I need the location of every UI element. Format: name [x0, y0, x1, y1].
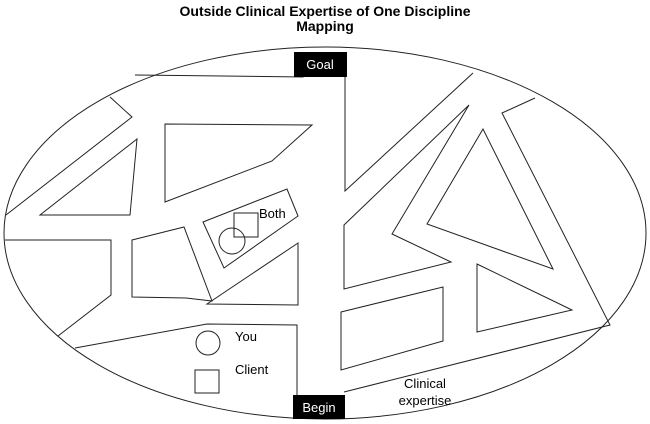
block-zigzag: [343, 104, 470, 290]
both-circle-icon: [218, 227, 246, 255]
clinical-expertise-boundary: [3, 46, 647, 420]
both-square-icon: [233, 212, 259, 238]
block-triangle-right: [426, 127, 555, 270]
path-edge-upper-left: [5, 96, 133, 216]
block-pentagon: [131, 226, 213, 302]
diagram-title-line1: Outside Clinical Expertise of One Discip…: [179, 3, 471, 19]
client-label: Client: [235, 362, 269, 377]
diagram-title-line2: Mapping: [296, 18, 354, 34]
block-rect-lower: [340, 286, 444, 371]
begin-label: Begin: [302, 400, 335, 415]
path-edge-right: [343, 97, 611, 393]
client-square-icon: [194, 369, 220, 394]
you-label: You: [235, 329, 257, 344]
goal-label: Goal: [306, 57, 334, 72]
block-triangle-center: [205, 242, 299, 306]
both-label: Both: [259, 206, 286, 221]
begin-box: Begin: [293, 395, 345, 419]
goal-box: Goal: [294, 52, 347, 77]
path-edge-bottom-left: [74, 323, 298, 398]
clinical-label-line1: Clinical: [404, 376, 446, 391]
clinical-label-line2: expertise: [399, 393, 452, 408]
block-quad-top: [164, 123, 314, 203]
block-both: [202, 188, 299, 269]
path-edge-goal-right: [344, 72, 474, 193]
block-left-edge: [5, 239, 112, 337]
block-triangle-lower-right: [476, 263, 574, 333]
block-triangle-left: [38, 137, 138, 216]
you-circle-icon: [195, 330, 221, 356]
